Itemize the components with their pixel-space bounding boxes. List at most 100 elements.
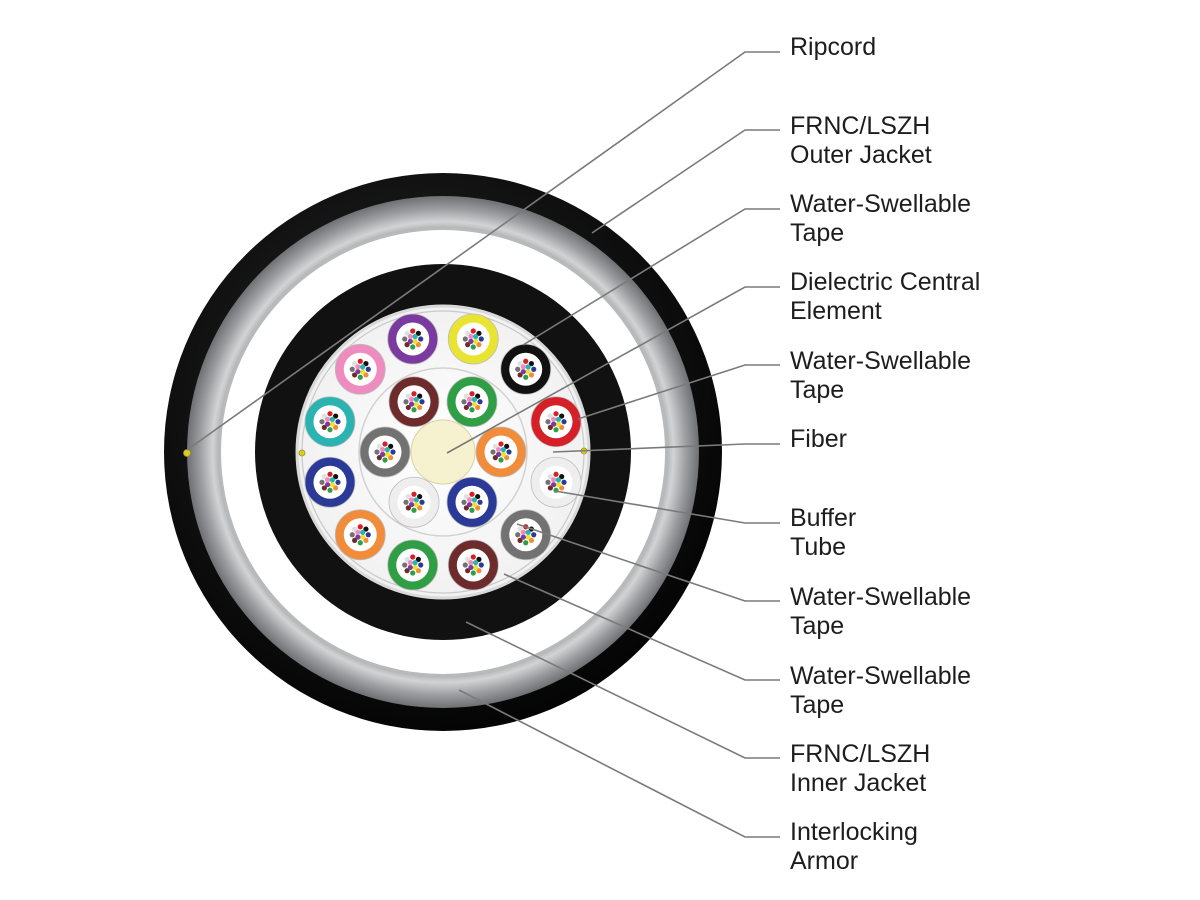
fiber bbox=[411, 507, 417, 513]
label-water-tape-1: Water-Swellable Tape bbox=[790, 190, 978, 247]
fiber bbox=[559, 474, 565, 480]
fiber bbox=[380, 451, 386, 457]
fiber bbox=[360, 369, 366, 375]
fiber bbox=[418, 562, 424, 568]
fiber bbox=[517, 361, 523, 367]
fiber bbox=[473, 338, 479, 344]
fiber bbox=[403, 399, 409, 405]
fiber bbox=[559, 424, 565, 430]
fiber bbox=[555, 477, 562, 483]
fiber bbox=[376, 443, 382, 449]
fiber bbox=[551, 482, 557, 488]
fiber bbox=[321, 424, 327, 430]
fiber bbox=[402, 336, 408, 342]
buffer-tube-gel bbox=[509, 352, 543, 386]
callout-labels: Ripcord FRNC/LSZH Outer Jacket Water-Swe… bbox=[790, 33, 980, 875]
leader-fiber bbox=[552, 443, 780, 453]
fiber bbox=[523, 374, 529, 380]
fiber bbox=[384, 447, 390, 453]
buffer-tube bbox=[446, 376, 498, 428]
fiber bbox=[360, 529, 366, 535]
buffer-tube bbox=[500, 509, 552, 561]
fiber bbox=[471, 396, 477, 402]
fiber bbox=[528, 537, 534, 543]
fiber bbox=[547, 485, 553, 491]
fiber bbox=[352, 372, 358, 378]
fiber bbox=[380, 447, 386, 453]
buffer-tube bbox=[334, 343, 386, 395]
fiber bbox=[504, 455, 510, 461]
buffer-tube-gel bbox=[343, 352, 377, 386]
fiber bbox=[407, 560, 413, 566]
fiber bbox=[349, 532, 355, 538]
fiber bbox=[476, 342, 482, 348]
buffer-tube bbox=[500, 343, 552, 395]
fiber bbox=[382, 441, 388, 447]
buffer-tube-gel bbox=[368, 435, 402, 469]
fiber bbox=[384, 451, 390, 457]
fiber bbox=[355, 529, 361, 535]
fiber bbox=[498, 441, 504, 447]
leader-lines bbox=[186, 51, 780, 838]
buffer-tube bbox=[387, 539, 439, 591]
fiber bbox=[404, 330, 410, 336]
fiber bbox=[468, 564, 474, 571]
fiber bbox=[525, 534, 531, 540]
fiber bbox=[415, 342, 421, 348]
fiber bbox=[463, 505, 469, 511]
buffer-tube-gel bbox=[396, 548, 430, 582]
fiber bbox=[475, 393, 481, 399]
fiber bbox=[409, 396, 415, 402]
fiber bbox=[461, 399, 467, 405]
fiber bbox=[327, 471, 333, 477]
fiber bbox=[504, 443, 510, 449]
fiber bbox=[388, 455, 394, 461]
buffer-tube bbox=[388, 476, 440, 528]
fiber bbox=[319, 479, 325, 485]
fiber bbox=[410, 344, 416, 350]
fiber bbox=[490, 449, 496, 455]
buffer-tube-gel bbox=[397, 385, 431, 419]
fiber bbox=[329, 477, 335, 483]
fiber bbox=[413, 396, 419, 402]
buffer-tube bbox=[359, 426, 411, 478]
buffer-tube bbox=[388, 376, 440, 428]
fiber bbox=[525, 529, 531, 535]
fiber bbox=[473, 333, 479, 340]
fiber bbox=[412, 560, 418, 566]
fiber bbox=[329, 421, 335, 427]
fiber bbox=[476, 556, 482, 562]
fiber bbox=[547, 424, 553, 430]
fiber bbox=[551, 477, 557, 483]
buffer-tube-gel bbox=[455, 385, 489, 419]
fiber bbox=[469, 507, 475, 513]
cable-layers bbox=[164, 173, 722, 731]
fiber bbox=[470, 344, 476, 350]
fiber bbox=[469, 407, 475, 413]
fiber bbox=[470, 570, 476, 576]
buffer-tube bbox=[447, 539, 499, 591]
fiber bbox=[410, 570, 416, 576]
buffer-tube bbox=[304, 456, 356, 508]
label-buffer-tube: Buffer Tube bbox=[790, 504, 863, 561]
inner-tape-ring bbox=[358, 367, 528, 537]
fiber bbox=[403, 499, 409, 505]
fiber bbox=[404, 568, 410, 574]
fiber bbox=[405, 393, 411, 399]
fiber bbox=[413, 502, 419, 508]
fiber bbox=[357, 540, 363, 546]
leader-water-tape-4 bbox=[503, 573, 780, 681]
fiber bbox=[417, 393, 423, 399]
label-water-tape-4: Water-Swellable Tape bbox=[790, 662, 978, 719]
fiber bbox=[407, 564, 413, 571]
fiber bbox=[520, 529, 526, 535]
fiber bbox=[363, 372, 369, 378]
fiber bbox=[492, 455, 498, 461]
fiber bbox=[329, 482, 335, 488]
fiber bbox=[528, 372, 534, 378]
fiber bbox=[363, 361, 369, 367]
fiber bbox=[374, 449, 380, 455]
label-inner-jacket: FRNC/LSZH Inner Jacket bbox=[790, 740, 937, 797]
fiber bbox=[321, 474, 327, 480]
buffer-tube-gel bbox=[455, 485, 489, 519]
